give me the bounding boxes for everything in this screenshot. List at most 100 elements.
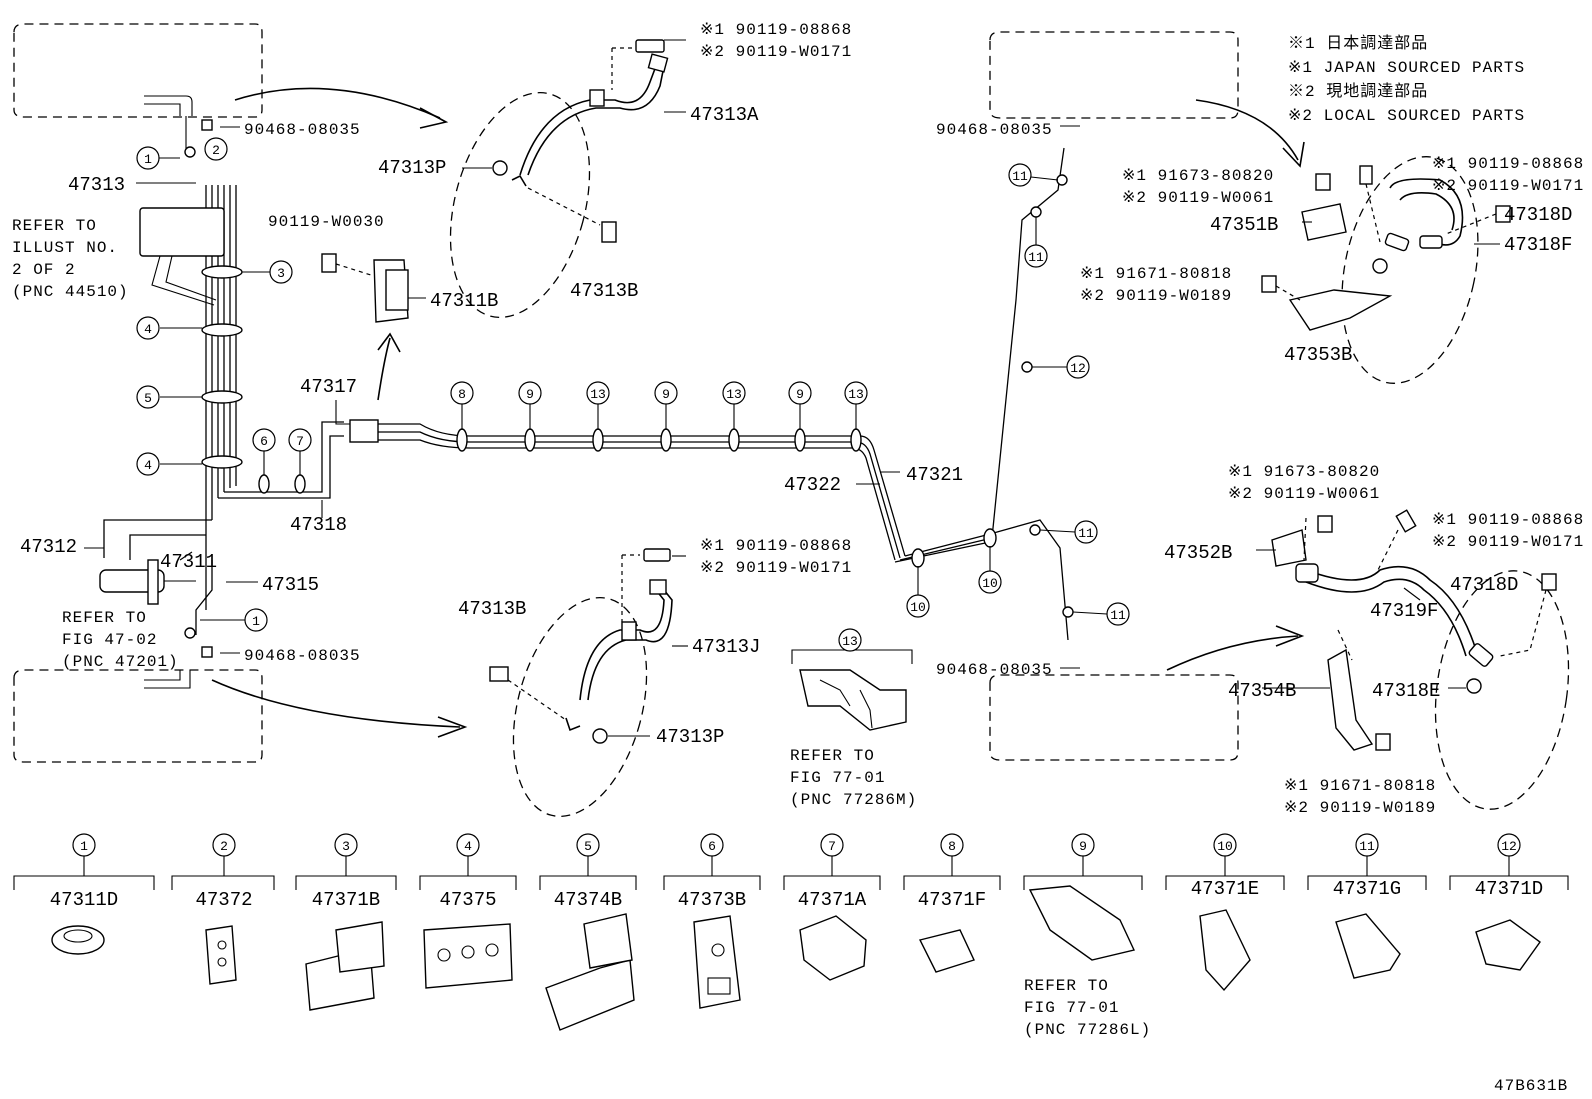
- svg-text:3: 3: [277, 266, 285, 281]
- callout-7: 7: [288, 428, 312, 452]
- label-47313j: 47313J: [692, 636, 760, 658]
- label-b10: ※2 90119-W0171: [1432, 533, 1584, 551]
- svg-text:5: 5: [584, 839, 592, 854]
- legend-refer-9-3: (PNC 77286L): [1024, 1021, 1151, 1039]
- label-b6: ※2 90119-W0171: [1432, 177, 1584, 195]
- label-clip-bottom-left: 90468-08035: [244, 647, 361, 665]
- label-refer-illust-2: ILLUST NO.: [12, 239, 118, 257]
- callout-13-b: 13: [722, 381, 746, 405]
- legend-part-1: 47311D: [50, 889, 118, 911]
- label-b11: ※1 91671-80818: [1284, 777, 1436, 795]
- svg-text:8: 8: [458, 387, 466, 402]
- svg-text:2: 2: [220, 839, 228, 854]
- svg-text:6: 6: [708, 839, 716, 854]
- label-clip-bottom-right: 90468-08035: [936, 661, 1053, 679]
- svg-text:7: 7: [828, 839, 836, 854]
- callout-9-a: 9: [518, 381, 542, 405]
- callout-11-c: 11: [1024, 244, 1048, 268]
- note-japan-en: ※1 JAPAN SOURCED PARTS: [1288, 59, 1525, 77]
- part-labels: 47313 90468-08035 REFER TO ILLUST NO. 2 …: [12, 21, 1584, 817]
- svg-text:12: 12: [1501, 839, 1517, 854]
- label-w0030: 90119-W0030: [268, 213, 385, 231]
- svg-text:13: 13: [590, 387, 606, 402]
- label-47313b-top: 47313B: [570, 280, 638, 302]
- callout-9-c: 9: [788, 381, 812, 405]
- svg-text:3: 3: [342, 839, 350, 854]
- legend-callout-7: 7: [820, 833, 844, 857]
- callout-11-d: 11: [1008, 163, 1032, 187]
- callout-1-top: 1: [136, 146, 160, 170]
- legend-callout-2: 2: [212, 833, 236, 857]
- callout-5: 5: [136, 385, 160, 409]
- callout-1-bot: 1: [244, 608, 268, 632]
- label-47352b: 47352B: [1164, 542, 1232, 564]
- legend-callout-5: 5: [576, 833, 600, 857]
- legend-callout-3: 3: [334, 833, 358, 857]
- legend-callout-10: 10: [1213, 833, 1237, 857]
- svg-text:11: 11: [1012, 169, 1028, 184]
- svg-text:11: 11: [1028, 250, 1044, 265]
- clip-13-detail: [791, 649, 913, 731]
- svg-text:1: 1: [80, 839, 88, 854]
- svg-text:11: 11: [1359, 839, 1375, 854]
- leader-lines: [84, 39, 1500, 737]
- label-refer-fig7701m-1: REFER TO: [790, 747, 875, 765]
- label-refer-illust-3: 2 OF 2: [12, 261, 76, 279]
- label-refer-fig4702-3: (PNC 47201): [62, 653, 179, 671]
- svg-text:10: 10: [1217, 839, 1233, 854]
- legend-part-5: 47374B: [554, 889, 622, 911]
- callout-2: 2: [204, 137, 228, 161]
- label-refer-illust-1: REFER TO: [12, 217, 97, 235]
- callout-8: 8: [450, 381, 474, 405]
- legend-part-12: 47371D: [1475, 878, 1543, 900]
- label-47322: 47322: [784, 474, 841, 496]
- svg-text:11: 11: [1078, 526, 1094, 541]
- callout-4-top: 4: [136, 316, 160, 340]
- label-47321: 47321: [906, 464, 963, 486]
- legend-part-sketches: [51, 885, 1541, 1031]
- label-47319f: 47319F: [1370, 600, 1438, 622]
- figure-code: 47B631B: [1494, 1077, 1568, 1095]
- hose-detail-right-bottom: [1271, 509, 1570, 810]
- label-bolt-top-1: ※1 90119-08868: [700, 21, 852, 39]
- label-b8: ※2 90119-W0061: [1228, 485, 1380, 503]
- callout-4-bot: 4: [136, 452, 160, 476]
- legend-part-3: 47371B: [312, 889, 380, 911]
- legend-part-11: 47371G: [1333, 878, 1401, 900]
- label-bolt-mid-1: ※1 90119-08868: [700, 537, 852, 555]
- legend-refer-9-1: REFER TO: [1024, 977, 1109, 995]
- svg-text:13: 13: [726, 387, 742, 402]
- label-47311: 47311: [160, 551, 217, 573]
- label-refer-fig4702-1: REFER TO: [62, 609, 147, 627]
- label-b1: ※1 91673-80820: [1122, 167, 1274, 185]
- hose-detail-bottom: [489, 548, 673, 818]
- direction-arrows: [211, 87, 1305, 738]
- callout-13-a: 13: [586, 381, 610, 405]
- legend-callout-11: 11: [1355, 833, 1379, 857]
- svg-text:10: 10: [982, 576, 998, 591]
- callout-6: 6: [252, 428, 276, 452]
- legend-callout-6: 6: [700, 833, 724, 857]
- bracket-47311b: [321, 253, 409, 323]
- svg-text:1: 1: [252, 614, 260, 629]
- note-local-jp: ※2 現地調達部品: [1288, 82, 1428, 101]
- svg-text:2: 2: [212, 143, 220, 158]
- label-47318f: 47318F: [1504, 234, 1572, 256]
- left-brake-tube-bundle: [99, 95, 344, 689]
- label-refer-fig7701m-2: FIG 77-01: [790, 769, 885, 787]
- callout-13-c: 13: [844, 381, 868, 405]
- svg-text:4: 4: [144, 458, 152, 473]
- label-47315: 47315: [262, 574, 319, 596]
- label-47313: 47313: [68, 174, 125, 196]
- label-47313p-bot: 47313P: [656, 726, 724, 748]
- legend-part-4: 47375: [439, 889, 496, 911]
- legend-part-10: 47371E: [1191, 878, 1259, 900]
- callout-12: 12: [1066, 355, 1090, 379]
- svg-text:4: 4: [464, 839, 472, 854]
- label-47354b: 47354B: [1228, 680, 1296, 702]
- callout-3: 3: [269, 260, 293, 284]
- svg-text:10: 10: [910, 600, 926, 615]
- label-refer-fig4702-2: FIG 47-02: [62, 631, 157, 649]
- callout-circles: 1 2 3 4 5 4 6 7 1 8 9 13 9 13 9 13 13 10…: [72, 137, 1521, 876]
